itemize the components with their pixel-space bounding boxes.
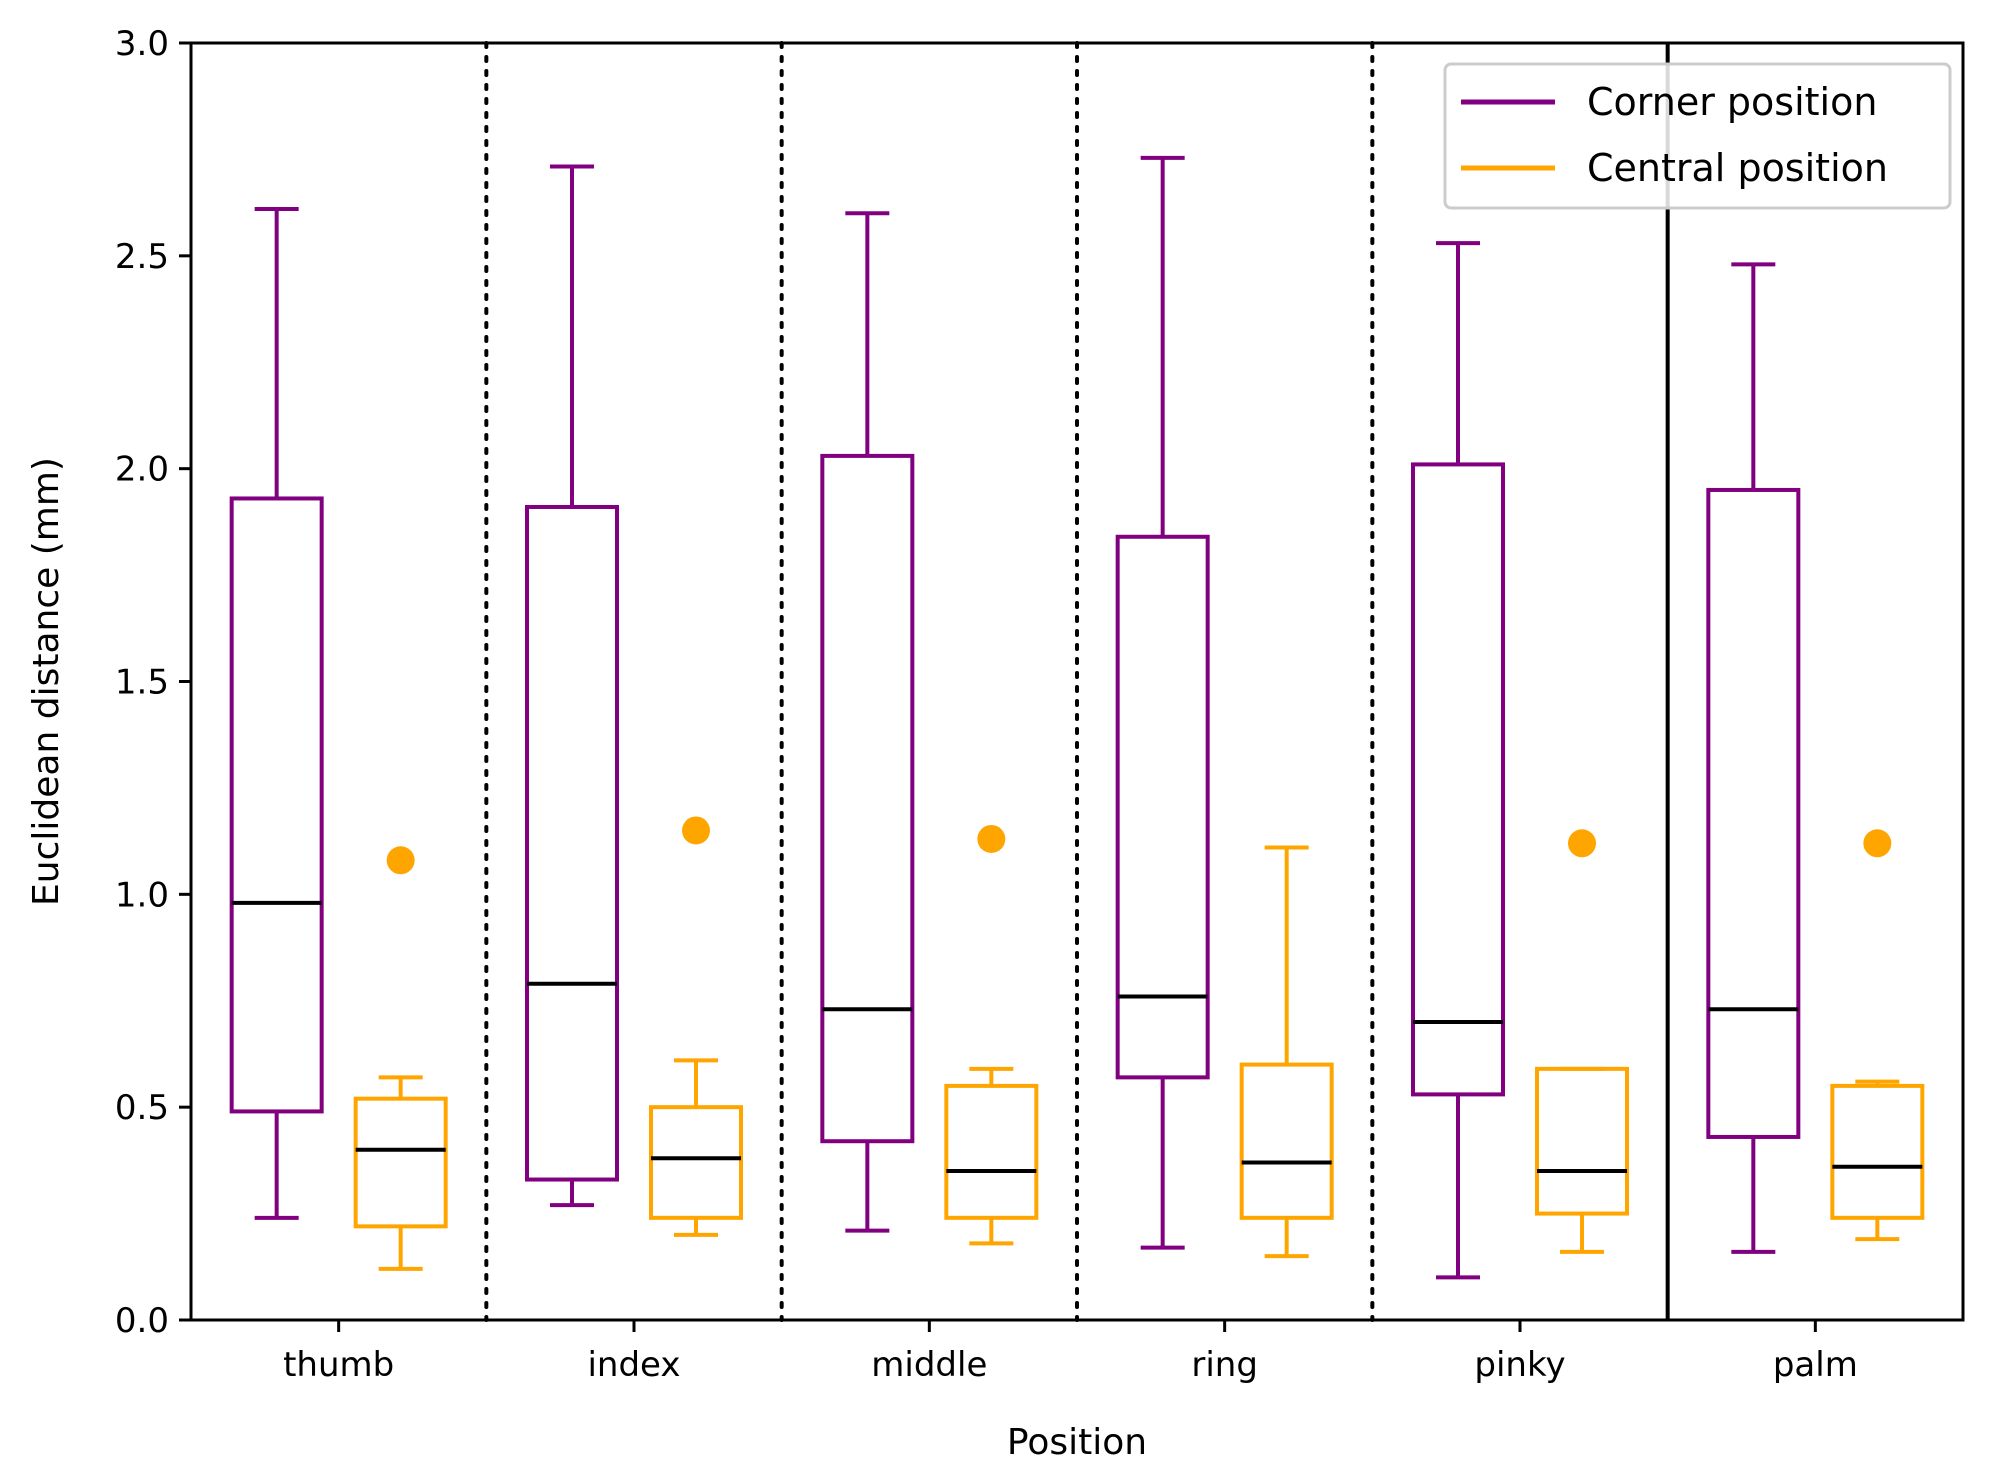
legend-item-central: Central position [1461, 146, 1888, 190]
legend-frame [1443, 62, 1952, 210]
box-pinky-corner [1411, 241, 1505, 1280]
x-tick-label: index [587, 1345, 680, 1385]
y-tick-label: 2.0 [115, 450, 169, 490]
box-iqr [1239, 1062, 1334, 1220]
y-tick-label: 1.5 [115, 663, 169, 703]
y-axis-label: Euclidean distance (mm) [26, 457, 67, 906]
y-tick-label: 0.5 [115, 1088, 169, 1128]
box-pinky-central [1535, 829, 1629, 1254]
legend-label: Corner position [1587, 80, 1877, 124]
y-tick-label: 3.0 [115, 24, 169, 64]
x-axis-label: Position [1007, 1422, 1147, 1463]
box-iqr [1535, 1066, 1629, 1216]
box-iqr [353, 1096, 448, 1229]
box-iqr [649, 1105, 743, 1220]
box-index-corner [525, 164, 619, 1208]
box-index-central [649, 816, 743, 1237]
outlier-point [386, 846, 415, 875]
box-thumb-central [353, 846, 448, 1271]
box-middle-central [944, 824, 1039, 1246]
legend-item-corner: Corner position [1461, 80, 1877, 124]
box-iqr [525, 504, 619, 1182]
box-iqr [1411, 462, 1505, 1097]
axes-frame [189, 41, 1965, 1322]
plot-area [229, 41, 1925, 1322]
outlier-point [1863, 829, 1892, 858]
box-iqr [1830, 1083, 1925, 1220]
y-tick-label: 1.0 [115, 875, 169, 915]
outlier-point [1568, 829, 1596, 858]
box-iqr [1706, 487, 1801, 1139]
y-tick-label: 0.0 [115, 1301, 169, 1341]
box-iqr [944, 1083, 1039, 1220]
box-iqr [229, 496, 324, 1114]
axes: 0.0 0.5 1.0 1.5 2.0 2.5 3.0 thumb index middle rin… [115, 24, 1965, 1385]
box-iqr [1115, 534, 1210, 1080]
x-tick-label: ring [1191, 1345, 1258, 1385]
outlier-point [682, 816, 710, 845]
x-tick-label: thumb [283, 1345, 394, 1385]
x-tick-label: palm [1773, 1345, 1858, 1385]
legend-label: Central position [1587, 146, 1888, 190]
box-thumb-corner [229, 207, 324, 1220]
box-palm-corner [1706, 262, 1801, 1254]
box-ring-central [1239, 845, 1334, 1259]
box-palm-central [1830, 829, 1925, 1242]
x-tick-label: middle [871, 1345, 987, 1385]
y-tick-label: 2.5 [115, 237, 169, 277]
box-iqr [820, 453, 915, 1144]
outlier-point [977, 824, 1006, 853]
box-middle-corner [820, 211, 915, 1233]
box-ring-corner [1115, 155, 1210, 1250]
x-tick-label: pinky [1474, 1345, 1565, 1385]
